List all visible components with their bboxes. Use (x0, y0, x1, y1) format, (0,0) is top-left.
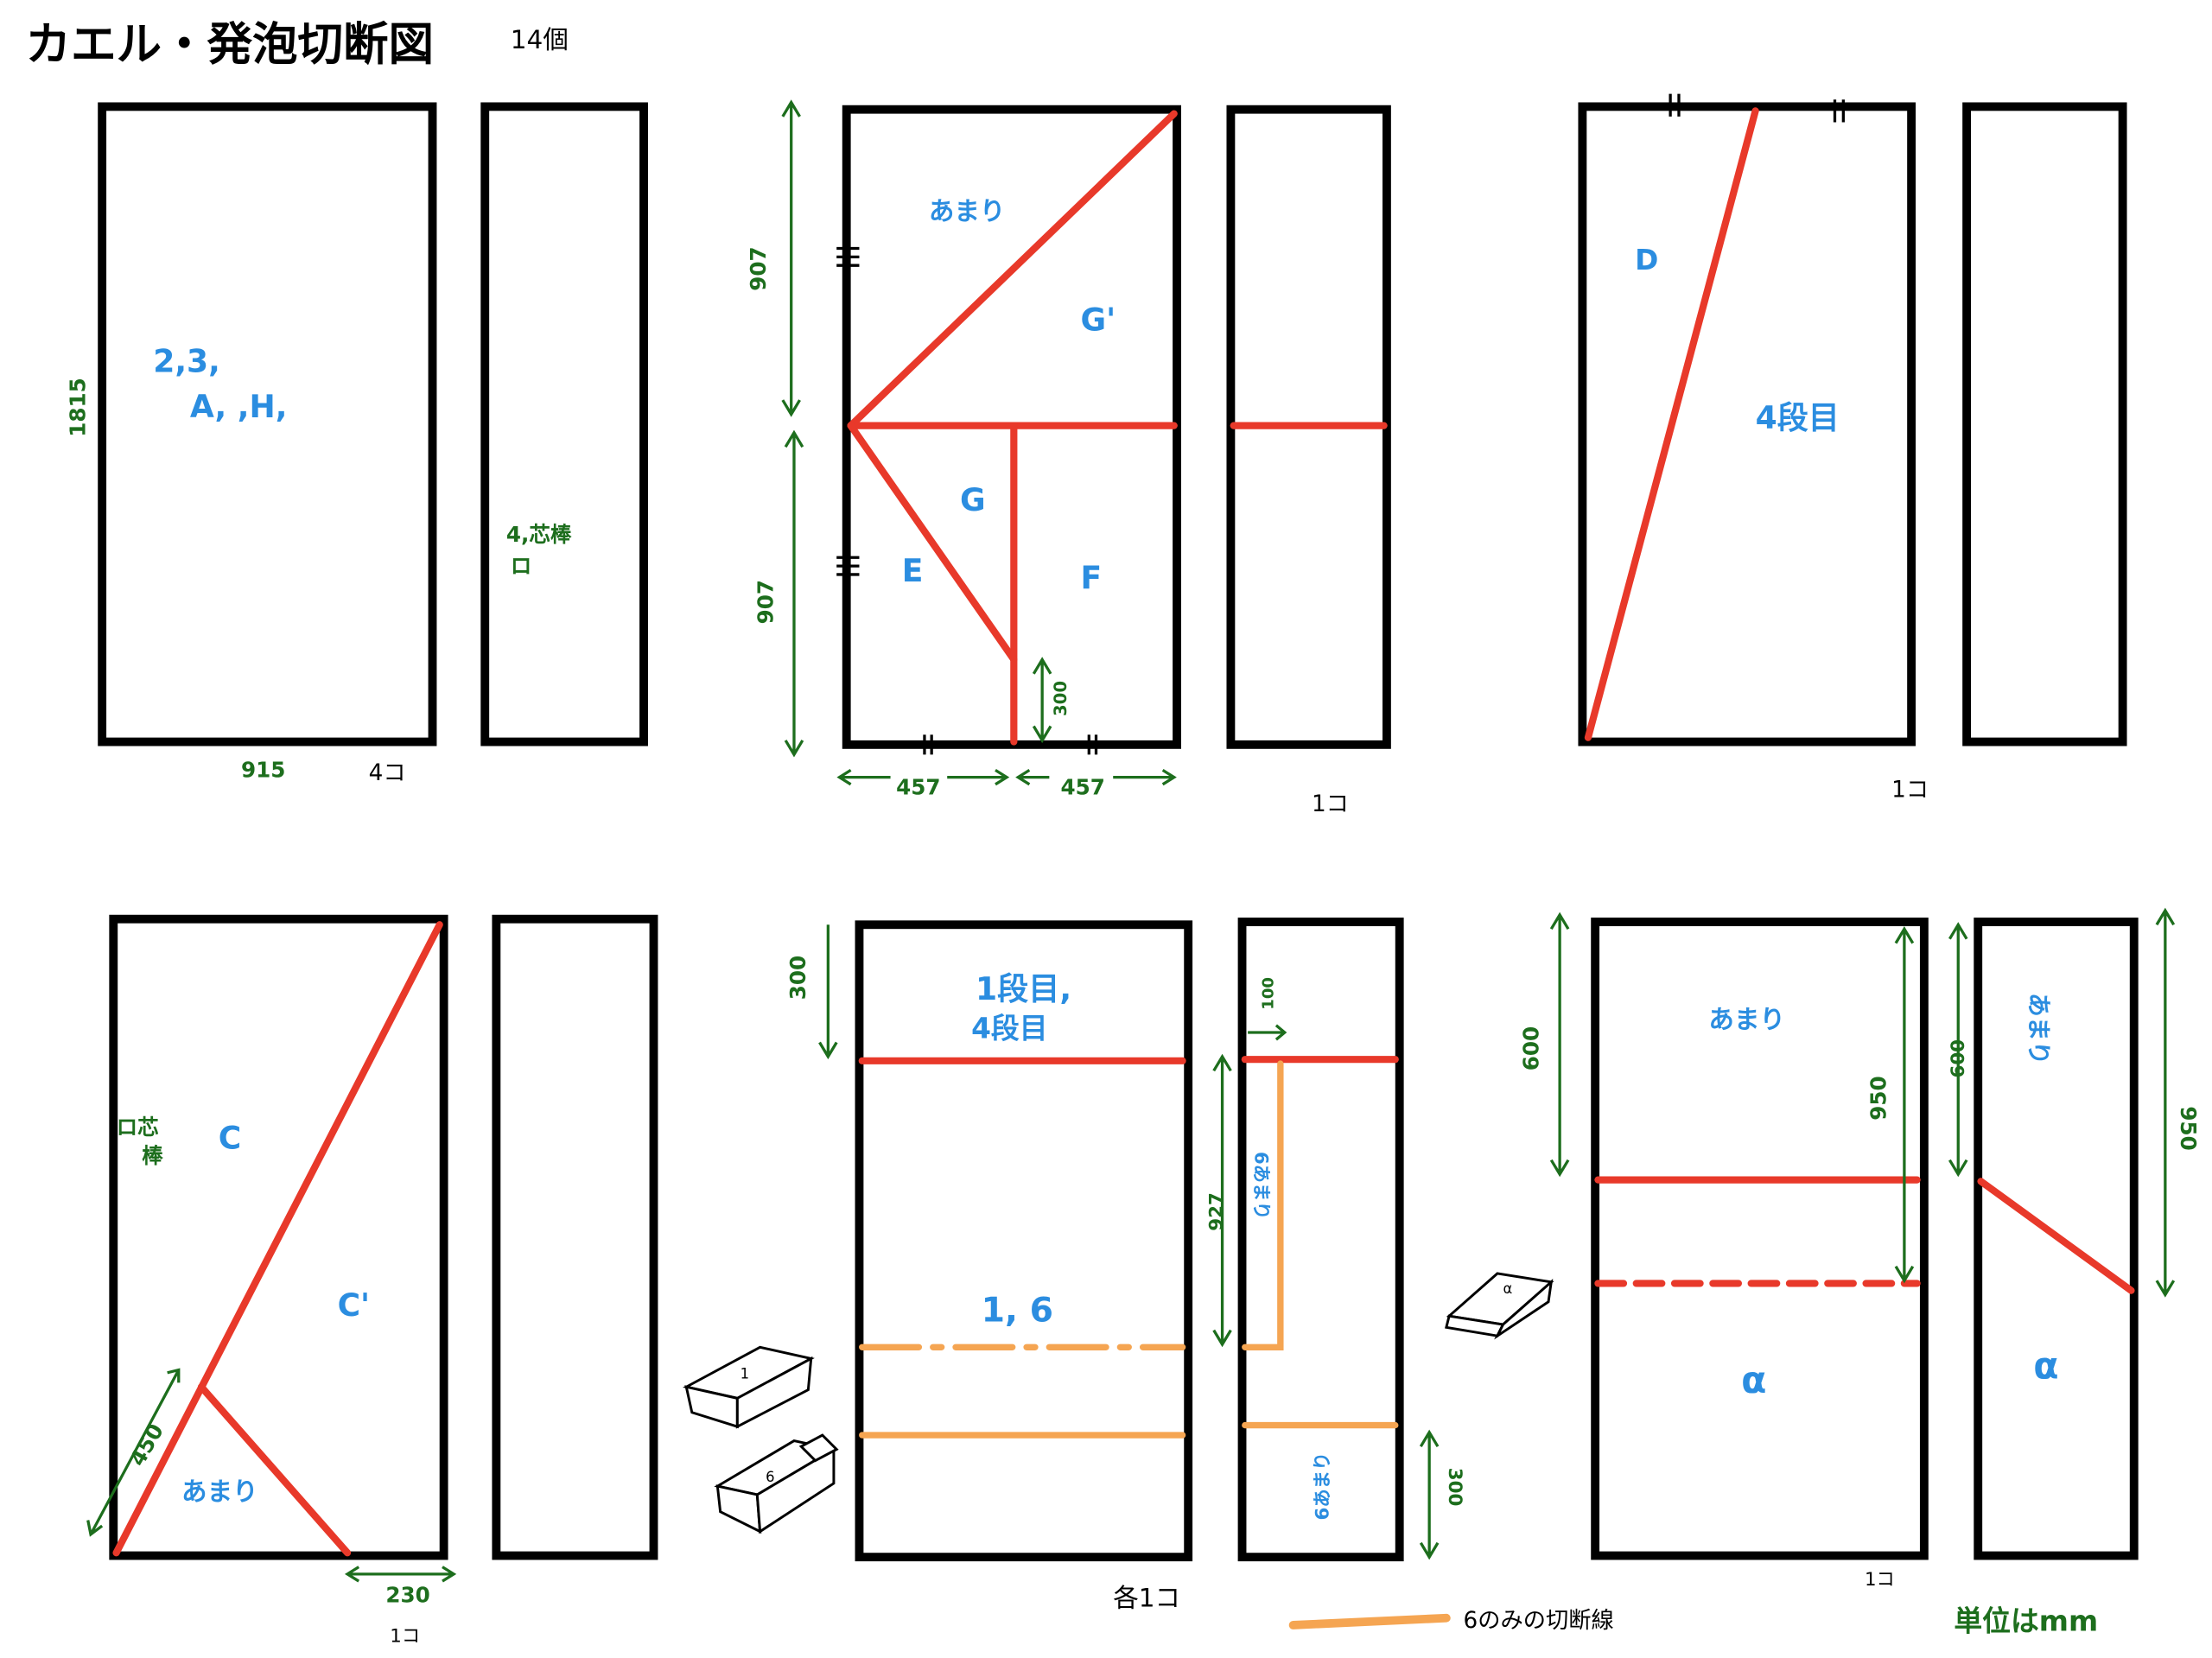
dimension-label: 1815 (65, 378, 90, 437)
foam-board-front (1578, 102, 1916, 746)
count-label: 各1コ (1113, 1584, 1180, 1613)
part-label-alpha: α (2033, 1344, 2058, 1388)
dimension-label: 300 (1444, 1468, 1465, 1507)
dimension-label: 927 (1206, 1192, 1228, 1231)
part-label-g: G (960, 481, 986, 518)
dimension-label: 457 (1060, 774, 1104, 799)
dimension-arrow (818, 924, 838, 1060)
legend-orange-line (1288, 1613, 1451, 1629)
foam-board-front (1591, 918, 1929, 1560)
panel-4: ロ芯 棒 C C' あまり 450 230 1コ (86, 914, 658, 1648)
amari-label: あまり (181, 1477, 258, 1507)
cut-line (847, 110, 1178, 429)
amari-label: あまり (1708, 1005, 1785, 1034)
amari-label: 6あまり (1249, 1152, 1271, 1220)
count-label: 1コ (390, 1626, 420, 1648)
side-label: ロ芯 (117, 1115, 159, 1140)
count-label: 1コ (1312, 791, 1349, 817)
dimension-label: 300 (785, 956, 810, 1000)
dimension-label: 100 (1260, 977, 1278, 1010)
legend: 6のみの切断線 (1288, 1608, 1614, 1634)
cut-line (1977, 1178, 2135, 1294)
foam-block-1-sketch: 1 (683, 1345, 815, 1429)
dimension-arrows (86, 1368, 457, 1583)
cut-line (112, 921, 443, 1557)
side-label: 棒 (142, 1143, 163, 1168)
part-label: A, ,H, (190, 388, 288, 425)
dimension-label: 600 (1948, 1039, 1969, 1078)
svg-text:6: 6 (766, 1469, 774, 1485)
svg-text:α: α (1503, 1280, 1512, 1297)
total-count: 14個 (511, 25, 569, 54)
part-label-g-prime: G' (1080, 302, 1116, 339)
stage-label: 4段目 (971, 1013, 1047, 1045)
dimension-label: 230 (385, 1583, 429, 1608)
cut-line (1584, 107, 1759, 741)
foam-board-side (1974, 918, 2139, 1560)
legend-text: 6のみの切断線 (1464, 1608, 1614, 1634)
foam-board-side (1237, 918, 1404, 1562)
dimension-arrows (1549, 907, 2176, 1298)
foam-board-side (1962, 102, 2127, 746)
stage-label: 4段目 (1756, 399, 1840, 436)
dimension-label: 950 (2176, 1106, 2201, 1150)
part-label: 1, 6 (982, 1291, 1053, 1331)
panel-5: 300 1段目, 4段目 1, 6 各1コ 100 927 6あまり 6あまり … (683, 918, 1465, 1613)
side-label: ロ (511, 553, 532, 578)
amari-label: あまり (2024, 993, 2053, 1065)
foam-board-front (98, 102, 437, 746)
part-label-f: F (1080, 559, 1102, 596)
cut-line (847, 422, 1018, 664)
foam-block-6-sketch: 6 (714, 1433, 839, 1534)
tick-marks (836, 246, 1098, 755)
count-label: 1コ (1891, 778, 1929, 804)
part-label-c-prime: C' (338, 1286, 371, 1324)
panel-2: あまり G' G E F 907 907 300 457 457 1コ (746, 99, 1391, 817)
count-label: 4コ (369, 760, 406, 786)
part-label: 2,3, (153, 342, 220, 379)
dimension-label: 457 (896, 774, 940, 799)
cut-line-6-only (1242, 1060, 1284, 1350)
part-label-e: E (902, 552, 924, 589)
side-label: 4,芯棒 (506, 522, 572, 547)
foam-board-side (492, 914, 658, 1560)
foam-board-front (109, 914, 448, 1560)
part-label-d: D (1635, 244, 1658, 276)
dimension-label: 950 (1866, 1076, 1891, 1120)
amari-label: あまり (929, 197, 1006, 226)
cut-line (197, 1383, 352, 1557)
diagram-title: カエル・発泡切断図 (26, 18, 435, 71)
panel-3: D 4段目 1コ (1578, 93, 2127, 804)
foam-board-side (480, 102, 648, 746)
dimension-label: 600 (1519, 1026, 1544, 1070)
part-label-alpha: α (1741, 1359, 1766, 1402)
foam-board-front (855, 920, 1193, 1562)
stage-label: 1段目, (976, 970, 1071, 1007)
unit-note: 単位はmm (1954, 1605, 2098, 1638)
tick-marks (1669, 93, 1845, 123)
dimension-label: 907 (746, 246, 771, 290)
count-label: 1コ (1865, 1569, 1895, 1591)
dimension-label: 915 (241, 758, 285, 783)
panel-6: あまり α 600 950 1コ あまり α 600 950 α (1445, 907, 2201, 1591)
dimension-arrows (1212, 1024, 1440, 1560)
panel-1: 2,3, A, ,H, 1815 915 4コ 4,芯棒 ロ (65, 102, 648, 786)
dimension-label: 907 (753, 580, 778, 624)
amari-label: 6あまり (1313, 1452, 1334, 1521)
part-label-c: C (219, 1120, 242, 1157)
dimension-label: 300 (1051, 681, 1071, 716)
dimension-arrows (781, 99, 1177, 786)
foam-block-alpha-sketch: α (1445, 1272, 1554, 1340)
svg-text:1: 1 (741, 1365, 749, 1382)
